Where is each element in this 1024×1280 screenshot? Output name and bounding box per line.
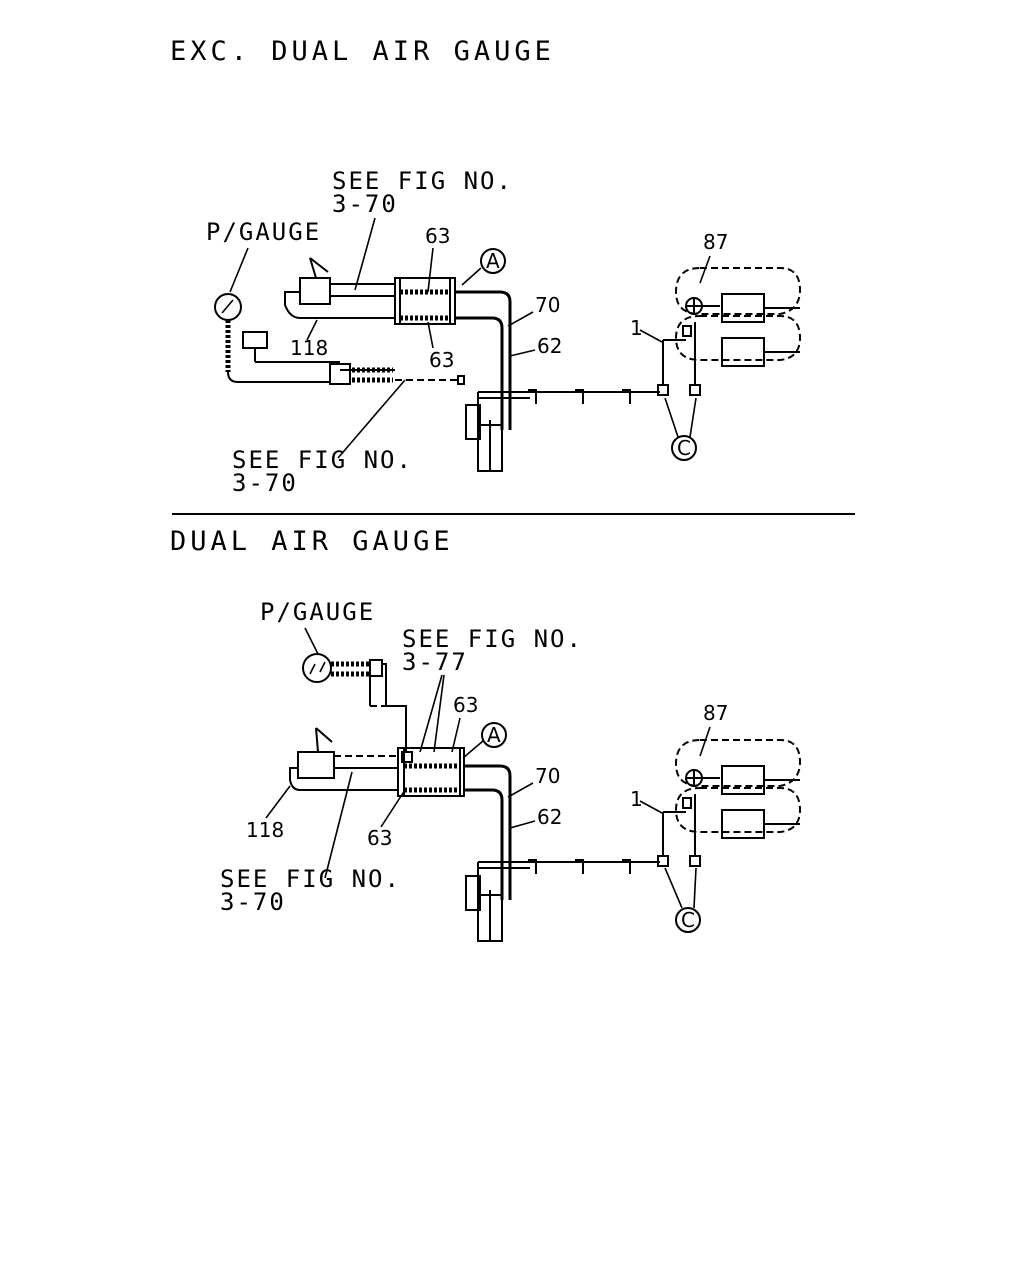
air-lines (284, 283, 465, 385)
pipe-clips (528, 389, 631, 404)
actuator (242, 331, 340, 363)
section-exc-dual-air-gauge: EXC. DUAL AIR GAUGE SEE FIG NO. 3-70 P/G… (170, 36, 802, 497)
section-title: EXC. DUAL AIR GAUGE (170, 36, 555, 67)
see-fig-number: 3-77 (402, 648, 468, 676)
section-title: DUAL AIR GAUGE (170, 526, 454, 557)
reference-circle-c (671, 435, 697, 461)
callout-70: 70 (535, 293, 560, 317)
callout-63: 63 (429, 348, 454, 372)
see-fig-label: SEE FIG NO. (220, 865, 401, 893)
callout-118: 118 (290, 336, 328, 360)
callout-63: 63 (367, 826, 392, 850)
see-fig-label: SEE FIG NO. (402, 625, 583, 653)
pressure-gauge (214, 293, 330, 383)
callout-1: 1 (630, 787, 643, 811)
see-fig-number: 3-70 (232, 469, 298, 497)
pressure-gauge-label: P/GAUGE (206, 218, 321, 246)
callout-62: 62 (537, 805, 562, 829)
see-fig-number: 3-70 (332, 190, 398, 218)
brake-valve (297, 727, 335, 779)
callout-118: 118 (246, 818, 284, 842)
reference-letter-a: A (486, 249, 500, 273)
brake-valve (299, 257, 331, 305)
reference-circle-a (481, 722, 507, 748)
section-dual-air-gauge: DUAL AIR GAUGE P/GAUGE SEE FIG NO. 3-77 … (170, 526, 802, 942)
see-fig-label: SEE FIG NO. (232, 446, 413, 474)
callout-87: 87 (703, 701, 728, 725)
pipe-run (455, 290, 660, 472)
reference-circle-c (675, 907, 701, 933)
air-tanks (657, 267, 802, 396)
callout-63: 63 (453, 693, 478, 717)
leader-lines (229, 217, 711, 459)
see-fig-number: 3-70 (220, 888, 286, 916)
callout-87: 87 (703, 230, 728, 254)
connector-block (397, 747, 465, 797)
reference-letter-c: C (677, 436, 691, 460)
callout-1: 1 (630, 316, 643, 340)
see-fig-label: SEE FIG NO. (332, 167, 513, 195)
pipe-clips (528, 859, 631, 874)
reference-circle-a (480, 248, 506, 274)
callout-63: 63 (425, 224, 450, 248)
dual-pressure-gauge (302, 653, 407, 752)
pressure-gauge-label: P/GAUGE (260, 598, 375, 626)
callout-62: 62 (537, 334, 562, 358)
air-lines (289, 755, 398, 791)
air-tanks (657, 739, 802, 867)
connector-block (329, 277, 456, 385)
reference-letter-c: C (681, 908, 695, 932)
callout-70: 70 (535, 764, 560, 788)
reference-letter-a: A (487, 723, 501, 747)
